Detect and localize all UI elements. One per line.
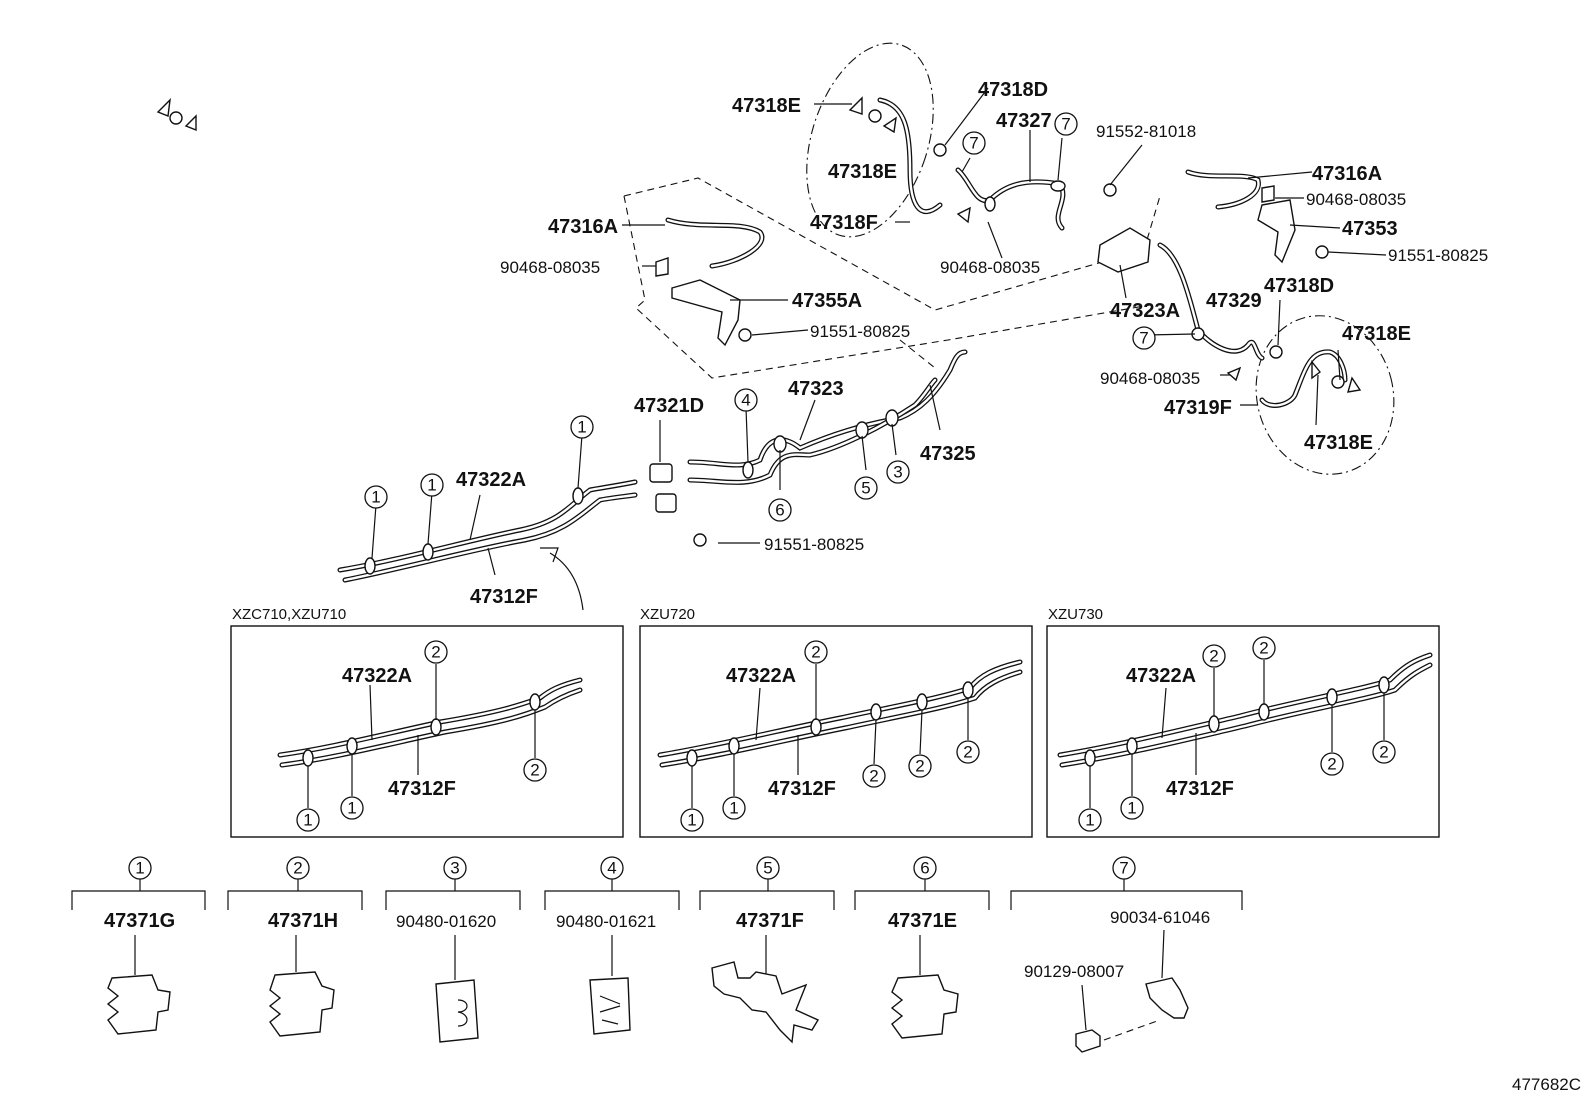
svg-text:2: 2: [1327, 755, 1336, 774]
variant-group-2: XZU720 1 1 2 2 2 2 47322A 47312F: [639, 606, 1033, 838]
svg-text:3: 3: [893, 463, 902, 482]
label-47318E-a: 47318E: [732, 95, 801, 117]
svg-text:1: 1: [687, 811, 696, 830]
svg-text:2: 2: [293, 859, 302, 878]
svg-text:2: 2: [869, 767, 878, 786]
label-47323: 47323: [788, 378, 844, 400]
svg-text:1: 1: [1085, 811, 1094, 830]
group-label-2: XZU720: [640, 606, 695, 623]
svg-text:7: 7: [1139, 329, 1148, 348]
label-90468-l: 90468-08035: [500, 258, 600, 277]
svg-text:4: 4: [741, 391, 750, 410]
label-47316A-r: 47316A: [1312, 163, 1382, 185]
label-91552-81018: 91552-81018: [1096, 122, 1196, 141]
label-91551-c: 91551-80825: [764, 535, 864, 554]
svg-text:1: 1: [1127, 799, 1136, 818]
dashdot-ring-right: [1255, 315, 1395, 475]
label-91551-l: 91551-80825: [810, 322, 910, 341]
label-47312F-main: 47312F: [470, 586, 538, 608]
label-90468-m: 90468-08035: [940, 258, 1040, 277]
key-90480-01621: 90480-01621: [556, 912, 656, 931]
key-90034-61046: 90034-61046: [1110, 908, 1210, 927]
label-47327: 47327: [996, 110, 1052, 132]
curved-arrow-head: [540, 547, 559, 563]
g2-label-47322A: 47322A: [726, 665, 796, 687]
svg-text:5: 5: [763, 859, 772, 878]
label-90468-r2: 90468-08035: [1100, 369, 1200, 388]
key-90480-01620: 90480-01620: [396, 912, 496, 931]
svg-text:4: 4: [607, 859, 616, 878]
label-47323A: 47323A: [1110, 300, 1180, 322]
svg-text:7: 7: [1061, 115, 1070, 134]
svg-text:7: 7: [969, 134, 978, 153]
svg-text:2: 2: [1379, 743, 1388, 762]
upper-left-fittings: [848, 96, 897, 134]
label-47318E-c: 47318E: [1342, 323, 1411, 345]
key-90129-08007: 90129-08007: [1024, 962, 1124, 981]
g2-label-47312F: 47312F: [768, 778, 836, 800]
variant-group-1: XZC710,XZU710 1 1 2 2 47322A 47312F: [230, 606, 624, 838]
svg-text:2: 2: [915, 757, 924, 776]
label-47353: 47353: [1342, 218, 1398, 240]
svg-text:2: 2: [963, 743, 972, 762]
label-47355A: 47355A: [792, 290, 862, 312]
svg-text:5: 5: [861, 479, 870, 498]
svg-text:1: 1: [729, 799, 738, 818]
dashdot-ring-left: [806, 42, 934, 238]
label-47329: 47329: [1206, 290, 1262, 312]
main-parts: [156, 98, 1362, 547]
label-90468-r1: 90468-08035: [1306, 190, 1406, 209]
svg-text:1: 1: [577, 418, 586, 437]
dashed-outline-lower: [623, 195, 1151, 379]
svg-text:3: 3: [450, 859, 459, 878]
main-pipes: [337, 97, 1348, 583]
svg-text:6: 6: [920, 859, 929, 878]
main-callouts: 1 1 1 4 6 5 3 7 7 7: [364, 112, 1156, 522]
g1-label-47322A: 47322A: [342, 665, 412, 687]
dashed-outline-lower2: [899, 339, 936, 369]
variant-group-3: XZU730 1 1 2 2 2 2 47322A 47312F: [1046, 606, 1440, 838]
dashed-outline-upper: [623, 177, 1161, 311]
svg-text:7: 7: [1119, 859, 1128, 878]
g1-label-47312F: 47312F: [388, 778, 456, 800]
svg-text:2: 2: [530, 761, 539, 780]
label-47316A-l: 47316A: [548, 216, 618, 238]
g3-label-47322A: 47322A: [1126, 665, 1196, 687]
svg-text:1: 1: [303, 811, 312, 830]
catalog-number: 477682C: [1512, 1075, 1581, 1094]
svg-text:2: 2: [811, 643, 820, 662]
svg-text:1: 1: [427, 476, 436, 495]
key-47371F: 47371F: [736, 910, 804, 932]
label-47318D-b: 47318D: [1264, 275, 1334, 297]
label-47322A-main: 47322A: [456, 469, 526, 491]
label-47321D: 47321D: [634, 395, 704, 417]
g3-label-47312F: 47312F: [1166, 778, 1234, 800]
curved-arrow: [549, 552, 584, 611]
label-91551-r: 91551-80825: [1388, 246, 1488, 265]
svg-text:2: 2: [431, 643, 440, 662]
label-47318D-a: 47318D: [978, 79, 1048, 101]
key-47371H: 47371H: [268, 910, 338, 932]
svg-text:6: 6: [775, 501, 784, 520]
svg-text:2: 2: [1209, 647, 1218, 666]
main-labels: 47318E 47318D 47327 91552-81018 47316A 9…: [456, 79, 1488, 608]
group-label-3: XZU730: [1048, 606, 1103, 623]
label-47318E-d: 47318E: [1304, 432, 1373, 454]
label-47318F: 47318F: [810, 212, 878, 234]
label-47325: 47325: [920, 443, 976, 465]
clamp-key: 1 47371G 2 47371H 3 90480-01620 4 90480-…: [71, 856, 1243, 1053]
svg-text:2: 2: [1259, 639, 1268, 658]
svg-text:1: 1: [371, 488, 380, 507]
label-47319F: 47319F: [1164, 397, 1232, 419]
svg-text:1: 1: [347, 799, 356, 818]
key-47371G: 47371G: [104, 910, 175, 932]
label-47318E-b: 47318E: [828, 161, 897, 183]
group-label-1: XZC710,XZU710: [232, 606, 346, 623]
svg-text:1: 1: [135, 859, 144, 878]
key-47371E: 47371E: [888, 910, 957, 932]
